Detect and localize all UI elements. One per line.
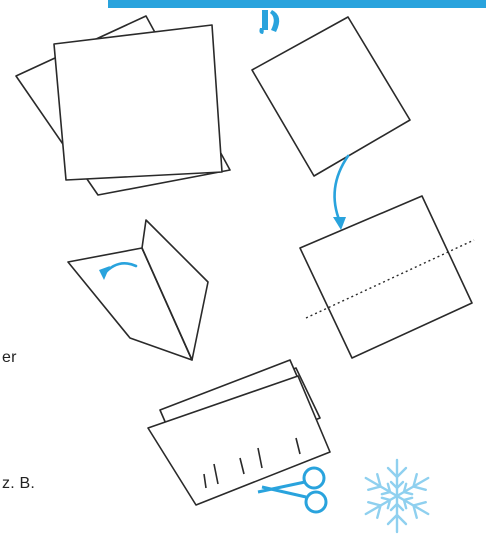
folded-paper xyxy=(68,220,208,360)
front-sheet xyxy=(54,25,222,180)
sheet-with-fold-line xyxy=(300,196,474,358)
text-fragment-er: er xyxy=(2,349,17,367)
snowflake-icon xyxy=(361,460,432,532)
two-paper-sheets xyxy=(16,16,230,195)
text-fragment-zb: z. B. xyxy=(2,475,35,493)
curved-arrow-icon xyxy=(333,156,348,230)
step-number-glyph xyxy=(259,10,279,34)
single-paper-sheet xyxy=(252,17,410,176)
